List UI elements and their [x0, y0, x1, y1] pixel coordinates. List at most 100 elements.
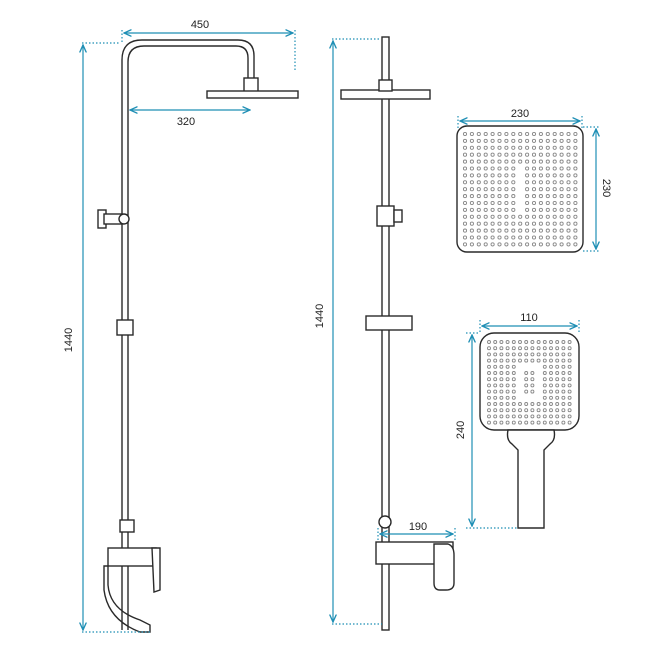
nozzle-dot: [493, 346, 498, 351]
nozzle-dot: [518, 214, 523, 219]
nozzle-dot: [542, 358, 547, 363]
nozzle-dot: [573, 131, 578, 137]
front-diverter: [376, 205, 403, 227]
nozzle-dot: [518, 131, 523, 137]
nozzle-dot: [504, 145, 509, 150]
nozzle-dot: [567, 358, 572, 363]
nozzle-dot: [525, 173, 530, 178]
nozzle-dot: [549, 358, 553, 363]
nozzle-dot: [462, 159, 468, 164]
nozzle-dot: [538, 152, 543, 157]
nozzle-dot: [538, 221, 543, 226]
nozzle-dot: [487, 352, 491, 357]
nozzle-dot: [511, 358, 516, 363]
nozzle-dot: [545, 131, 550, 137]
nozzle-dot: [504, 187, 509, 192]
nozzle-dot: [545, 194, 550, 199]
nozzle-dot: [552, 131, 557, 137]
nozzle-dot: [531, 145, 537, 150]
nozzle-dot: [561, 371, 566, 375]
nozzle-dot: [497, 173, 502, 178]
nozzle-dot: [511, 235, 516, 240]
nozzle-dot: [561, 395, 566, 400]
nozzle-dot: [552, 152, 557, 157]
nozzle-dot: [538, 166, 543, 171]
nozzle-dot: [531, 235, 537, 240]
nozzle-dot: [518, 138, 523, 143]
nozzle-dot: [555, 395, 560, 400]
nozzle-dot: [549, 414, 553, 419]
nozzle-dot: [476, 159, 481, 164]
nozzle-dot: [538, 145, 543, 150]
nozzle-dot: [561, 389, 566, 394]
nozzle-dot: [511, 145, 516, 150]
nozzle-dot: [505, 402, 510, 406]
nozzle-dot: [497, 200, 502, 206]
nozzle-dot: [518, 358, 522, 363]
nozzle-dot: [542, 340, 547, 344]
nozzle-dot: [476, 214, 481, 219]
nozzle-dot: [499, 408, 504, 413]
nozzle-dot: [542, 352, 547, 357]
nozzle-dot: [487, 389, 491, 394]
front-view: 1440 190: [314, 36, 456, 631]
nozzle-dot: [487, 346, 491, 351]
dim-side-arm-label: 450: [191, 19, 209, 31]
dim-hand-width-label: 110: [520, 312, 538, 324]
nozzle-dot: [462, 242, 468, 247]
nozzle-dot: [483, 159, 488, 164]
nozzle-dot: [483, 138, 488, 143]
nozzle-dot: [511, 340, 516, 344]
nozzle-dot: [499, 371, 504, 375]
nozzle-dot: [476, 221, 481, 226]
nozzle-dot: [531, 221, 537, 226]
nozzle-dot: [511, 346, 516, 351]
nozzle-dot: [525, 187, 530, 192]
nozzle-dot: [542, 371, 547, 375]
nozzle-dot: [504, 207, 509, 212]
nozzle-dot: [499, 402, 504, 406]
nozzle-dot: [487, 414, 491, 419]
nozzle-dot: [476, 194, 481, 199]
nozzle-dot: [483, 242, 488, 247]
nozzle-dot: [483, 145, 488, 150]
nozzle-dot: [497, 138, 502, 143]
nozzle-dot: [573, 187, 578, 192]
nozzle-dot: [531, 131, 537, 137]
nozzle-dot: [524, 383, 529, 388]
nozzle-dot: [511, 383, 516, 388]
nozzle-dot: [483, 194, 488, 199]
nozzle-dot: [538, 235, 543, 240]
nozzle-dot: [538, 207, 543, 212]
nozzle-dot: [511, 173, 516, 178]
nozzle-dot: [561, 383, 566, 388]
nozzle-dot: [469, 221, 474, 226]
nozzle-dot: [536, 340, 541, 344]
nozzle-dot: [490, 187, 495, 192]
head-plate: [456, 125, 584, 253]
nozzle-dot: [462, 152, 468, 157]
nozzle-dot: [511, 159, 516, 164]
nozzle-dot: [536, 402, 541, 406]
nozzle-dot: [487, 340, 491, 344]
nozzle-dot: [525, 145, 530, 150]
nozzle-dot: [566, 152, 571, 157]
nozzle-dot: [545, 187, 550, 192]
nozzle-dot: [545, 235, 550, 240]
nozzle-dot: [476, 173, 481, 178]
nozzle-dot: [499, 377, 504, 382]
nozzle-dot: [511, 242, 516, 247]
nozzle-dot: [573, 207, 578, 212]
nozzle-dot: [511, 131, 516, 137]
dim-head-width-label: 230: [511, 108, 529, 120]
nozzle-dot: [511, 228, 516, 233]
nozzle-dot: [567, 408, 572, 413]
nozzle-dot: [518, 420, 522, 425]
nozzle-dot: [511, 395, 516, 400]
side-riser-pipe: [121, 39, 255, 630]
nozzle-dot: [469, 214, 474, 219]
nozzle-dot: [545, 159, 550, 164]
nozzle-dot: [504, 180, 509, 185]
nozzle-dot: [469, 166, 474, 171]
nozzle-dot: [511, 377, 516, 382]
